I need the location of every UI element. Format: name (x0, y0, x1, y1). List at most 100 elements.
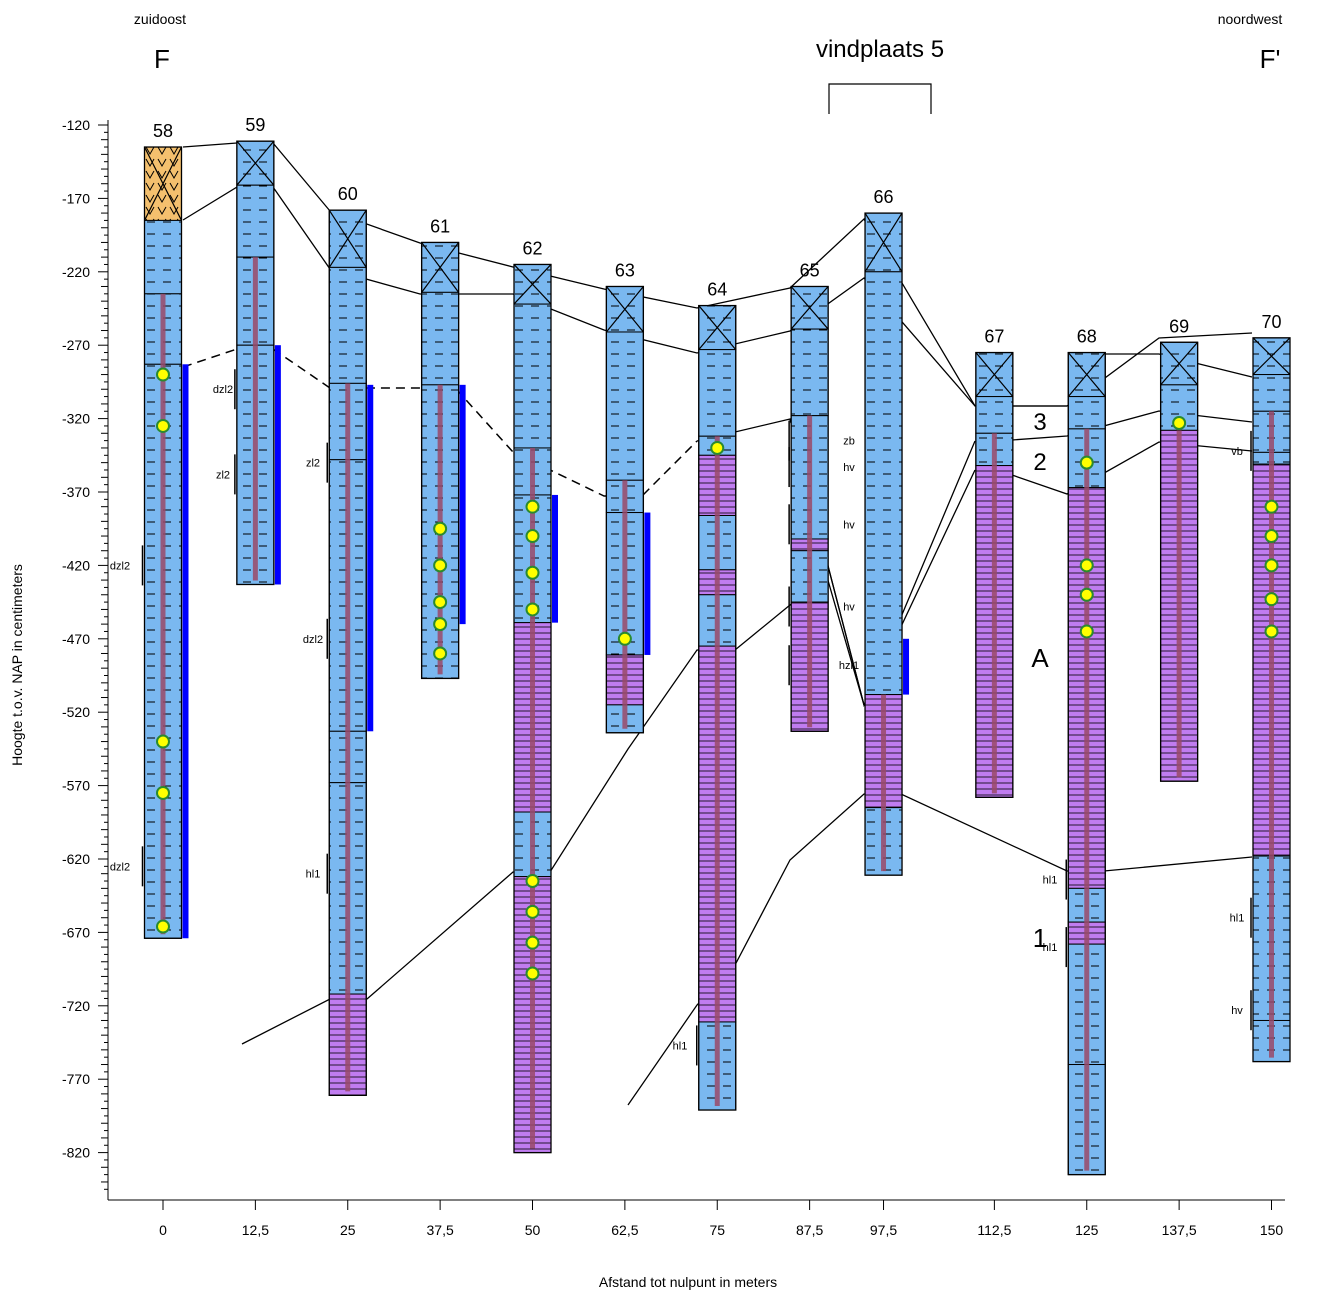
borehole-frame (1067, 351, 1106, 1176)
y-tick-label: -720 (62, 998, 90, 1014)
x-tick-label: 37,5 (427, 1222, 454, 1238)
fossil-marker (1079, 558, 1094, 573)
left-section-label: F (154, 44, 170, 74)
layer-pattern (514, 304, 551, 448)
facies-label: hl1 (1043, 942, 1058, 954)
y-tick-label: -320 (62, 411, 90, 427)
fossil-marker (433, 521, 448, 536)
fossil-marker (156, 785, 170, 800)
layer-pattern (698, 349, 736, 437)
borehole-frame (143, 146, 183, 939)
borehole-label: 68 (1077, 327, 1097, 347)
borehole-frame (513, 263, 552, 1154)
borehole-label: 65 (800, 260, 820, 280)
borehole-label: 60 (338, 184, 358, 204)
y-tick-label: -670 (62, 924, 90, 940)
borehole-61: 61 (420, 216, 466, 680)
topsoil-cross (1252, 337, 1291, 375)
fossil-marker (1264, 558, 1279, 573)
boreholes: 58dzl2dzl259dzl2zl260zl2dzl2hl161626364h… (110, 115, 1291, 1176)
x-tick-label: 87,5 (796, 1222, 823, 1238)
x-tick-label: 150 (1260, 1222, 1284, 1238)
y-tick-label: -770 (62, 1071, 90, 1087)
x-tick-label: 112,5 (977, 1222, 1011, 1238)
facies-label: hv (1231, 1005, 1243, 1017)
borehole-label: 61 (430, 216, 450, 236)
borehole-label: 58 (153, 121, 173, 141)
x-tick-label: 12,5 (242, 1222, 269, 1238)
facies-label: zl2 (306, 458, 320, 470)
fossil-marker (433, 617, 448, 632)
layer-pattern (421, 292, 459, 385)
fossil-marker (525, 602, 540, 617)
x-tick-label: 97,5 (870, 1222, 897, 1238)
x-tick-label: 137,5 (1162, 1222, 1197, 1238)
y-tick-label: -220 (62, 264, 90, 280)
borehole-label: 62 (522, 238, 542, 258)
y-tick-label: -620 (62, 851, 90, 867)
borehole-68: 68 hl1 hl1 (1043, 327, 1106, 1176)
borehole-62: 62 (513, 238, 558, 1154)
borehole-label: 66 (874, 187, 894, 207)
borehole-label: 59 (245, 115, 265, 135)
sample-bar (459, 384, 466, 625)
borehole-66: 66 (864, 187, 910, 876)
borehole-frame (1252, 337, 1291, 1063)
borehole-67: 67 (975, 327, 1014, 798)
layer-pattern (606, 331, 644, 481)
borehole-label: 69 (1169, 316, 1189, 336)
left-direction-label: zuidoost (134, 11, 186, 27)
layer-label-a: A (1031, 643, 1049, 673)
y-axis-title: Hoogte t.o.v. NAP in centimeters (9, 564, 25, 766)
borehole-frame (975, 351, 1014, 798)
facies-label: dzl2 (110, 560, 130, 572)
facies-label: hl1 (1043, 875, 1058, 887)
right-direction-label: noordwest (1218, 11, 1283, 27)
fossil-marker (1264, 499, 1279, 514)
facies-label: hl1 (1230, 913, 1245, 925)
facies-label: dzl2 (303, 634, 323, 646)
x-tick-label: 50 (525, 1222, 541, 1238)
fossil-marker (525, 904, 540, 919)
facies-label: dzl2 (110, 861, 130, 873)
y-axis-ticks: -120-170-220-270-320-370-420-470-520-570… (62, 117, 108, 1190)
fossil-marker (433, 558, 448, 573)
facies-label: vb (1231, 446, 1243, 458)
x-tick-label: 0 (159, 1222, 167, 1238)
fossil-marker (156, 418, 170, 433)
y-tick-label: -420 (62, 557, 90, 573)
x-tick-label: 25 (340, 1222, 356, 1238)
facies-label: hzl1 (839, 660, 859, 672)
borehole-63: 63 (605, 260, 651, 734)
fossil-marker (617, 631, 632, 646)
fossil-marker (525, 529, 540, 544)
layer-pattern (865, 271, 903, 695)
topsoil-cross (236, 140, 275, 186)
topsoil-cross (790, 286, 829, 330)
fossil-marker (710, 440, 725, 455)
layer-pattern (144, 220, 182, 294)
site-bracket (828, 83, 932, 114)
y-tick-label: -470 (62, 631, 90, 647)
borehole-label: 63 (615, 260, 635, 280)
fossil-marker (156, 367, 170, 382)
sample-bar (644, 512, 651, 655)
topsoil-cross (421, 242, 460, 293)
fossil-marker (156, 734, 170, 749)
sample-bar (552, 494, 558, 623)
borehole-frame (605, 285, 645, 734)
sample-bar (903, 638, 910, 695)
layer-pattern (1068, 396, 1106, 429)
layer-pattern (236, 185, 274, 258)
layer-label-2: 2 (1033, 449, 1046, 476)
fossil-marker (525, 565, 540, 580)
fossil-marker (433, 646, 448, 661)
layer-pattern (329, 267, 367, 384)
fossil-marker (525, 874, 540, 889)
y-tick-label: -820 (62, 1145, 90, 1161)
fossil-marker (1079, 455, 1094, 470)
